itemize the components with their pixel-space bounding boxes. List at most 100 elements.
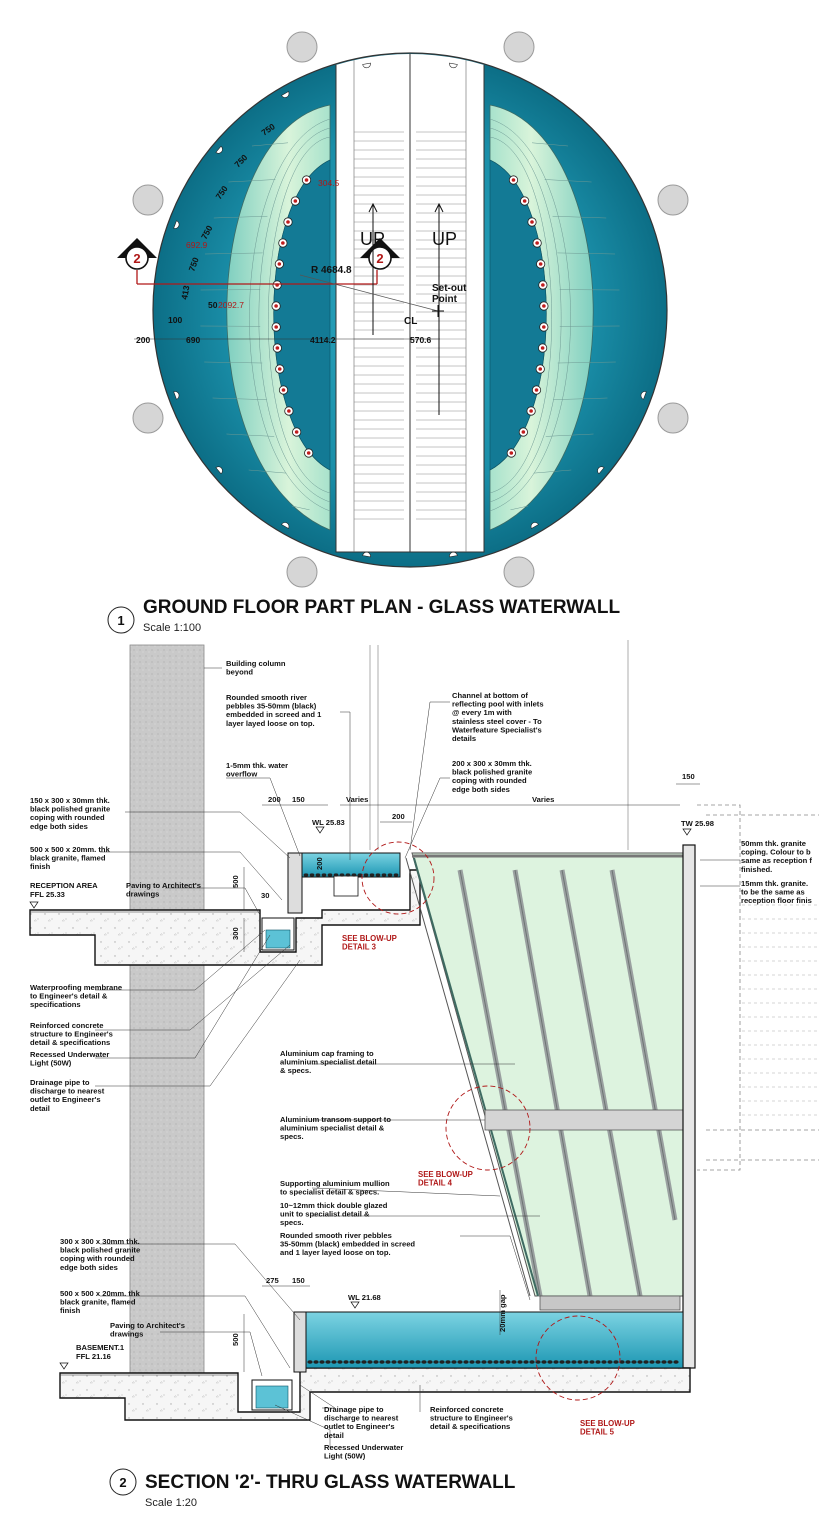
note-blowup5: DETAIL 5 [580, 1428, 615, 1437]
dim-200: 200 [268, 795, 281, 804]
note-coping-200: black polished granite [452, 768, 532, 777]
note-waterproofing: Waterproofing membrane [30, 983, 122, 992]
note-blowup4: SEE BLOW-UP [418, 1170, 473, 1179]
drawing-number: 1 [117, 613, 124, 628]
river-pebbles [303, 873, 679, 1364]
section-labels: RECEPTION AREA FFL 25.33 WL 25.83 WL 21.… [30, 659, 812, 1461]
dim-200: 200 [136, 335, 150, 345]
note-paving-a: drawings [126, 890, 159, 899]
note-pebbles-bottom: Rounded smooth river pebbles [280, 1231, 392, 1240]
note-channel: details [452, 734, 476, 743]
note-drain-b: outlet to Engineer's [324, 1422, 395, 1431]
column-marker [657, 184, 689, 216]
note-granite-50mm: finished. [741, 865, 772, 874]
upper-slab [29, 869, 421, 966]
dim-275: 275 [266, 1276, 279, 1285]
plan-dimensions: 200 690 4114.2 570.6 100 50 2092.7 692.9… [134, 121, 440, 345]
section-marker-left: 2 [117, 238, 157, 270]
dim-2092: 2092.7 [218, 300, 244, 310]
note-light-a: Recessed Underwater [30, 1050, 109, 1059]
dim-100: 100 [168, 315, 182, 325]
section-marker-number: 2 [133, 251, 140, 266]
note-reinforced-a: structure to Engineer's [30, 1030, 113, 1039]
section-marker-right: 2 [360, 238, 400, 270]
setout-cross [432, 305, 444, 317]
note-drain-a: Drainage pipe to [30, 1078, 90, 1087]
blowup-circle-3 [361, 841, 435, 915]
blowup-circle-4 [445, 1085, 531, 1171]
dim-750: 750 [186, 256, 200, 273]
note-drain-b: discharge to nearest [324, 1414, 399, 1423]
note-coping-300: edge both sides [60, 1263, 118, 1272]
note-reinforced-b: detail & specifications [430, 1422, 510, 1431]
note-glazed: unit to specialist detail & [280, 1210, 370, 1219]
plan-title: GROUND FLOOR PART PLAN - GLASS WATERWALL [143, 597, 620, 618]
dim-200-vertical: 200 [315, 857, 324, 870]
rim-lights [173, 62, 647, 558]
note-granite-15mm: 15mm thk. granite. [741, 879, 808, 888]
note-building-column: Building column [226, 659, 286, 668]
dim-gap: 20mm gap [498, 1294, 507, 1332]
note-granite-500a: black granite, flamed [30, 854, 106, 863]
level-wl-top: WL 25.83 [312, 818, 345, 827]
section-line [136, 270, 378, 285]
note-channel: stainless steel cover - To [452, 717, 542, 726]
note-granite-500b: 500 x 500 x 20mm. thk [60, 1289, 141, 1298]
note-pebbles-top: pebbles 35-50mm (black) [226, 702, 317, 711]
lower-reflecting-pool [305, 1311, 684, 1369]
level-tw: TW 25.98 [681, 819, 714, 828]
note-coping-150: coping with rounded [30, 813, 105, 822]
dim-50: 50 [208, 300, 218, 310]
note-granite-500b: finish [60, 1306, 81, 1315]
note-transom: Aluminium transom support to [280, 1115, 391, 1124]
dim-304: 304.5 [318, 178, 340, 188]
note-granite-500b: black granite, flamed [60, 1298, 136, 1307]
dim-30: 30 [261, 891, 269, 900]
dashed-outline [706, 814, 819, 1161]
note-granite-50mm: same as reception f [741, 856, 812, 865]
dim-varies: Varies [346, 795, 368, 804]
column-marker [286, 31, 318, 63]
plan-title-block: 1 GROUND FLOOR PART PLAN - GLASS WATERWA… [107, 597, 620, 634]
note-channel: Waterfeature Specialist's [452, 725, 542, 734]
dim-413: 413 [179, 284, 191, 300]
column-marker [503, 556, 535, 588]
note-cap-framing: Aluminium cap framing to [280, 1049, 374, 1058]
note-drain-a: detail [30, 1104, 50, 1113]
dim-150: 150 [292, 1276, 305, 1285]
building-column [129, 644, 205, 1391]
drawing-number: 2 [119, 1475, 126, 1490]
level-markers [29, 826, 692, 1370]
note-paving-b: Paving to Architect's [110, 1321, 185, 1330]
note-coping-200: coping with rounded [452, 776, 527, 785]
blowup-circle-5 [535, 1315, 621, 1401]
underwater-lights [271, 175, 549, 458]
dashed-outline [697, 804, 741, 1171]
bottom-transom [539, 1295, 681, 1311]
lower-channel-water [255, 1385, 289, 1409]
level-basement: BASEMENT.1 [76, 1343, 125, 1352]
radius-line [299, 274, 439, 312]
note-coping-300: 300 x 300 x 30mm thk. [60, 1237, 140, 1246]
dim-500: 500 [231, 875, 240, 888]
note-reinforced-b: Reinforced concrete [430, 1405, 503, 1414]
column-marker [657, 402, 689, 434]
note-coping-150: edge both sides [30, 822, 88, 831]
note-granite-15mm: reception floor finis [741, 896, 812, 905]
column-marker [286, 556, 318, 588]
note-blowup4: DETAIL 4 [418, 1179, 453, 1188]
up-label-right: UP [432, 229, 457, 249]
note-cap-framing: & specs. [280, 1066, 311, 1075]
level-basement-ffl: FFL 21.16 [76, 1352, 111, 1361]
note-glazed: 10~12mm thick double glazed [280, 1201, 388, 1210]
section-marker-number: 2 [376, 251, 383, 266]
cl-label: CL [404, 316, 417, 327]
column-marker [132, 184, 164, 216]
mullions [405, 854, 688, 1297]
note-blowup5: SEE BLOW-UP [580, 1419, 635, 1428]
note-paving-b: drawings [110, 1330, 143, 1339]
setout-label-2: Point [432, 294, 458, 305]
section-title-block: 2 SECTION '2'- THRU GLASS WATERWALL Scal… [109, 1468, 516, 1509]
dim-692: 692.9 [186, 240, 208, 250]
